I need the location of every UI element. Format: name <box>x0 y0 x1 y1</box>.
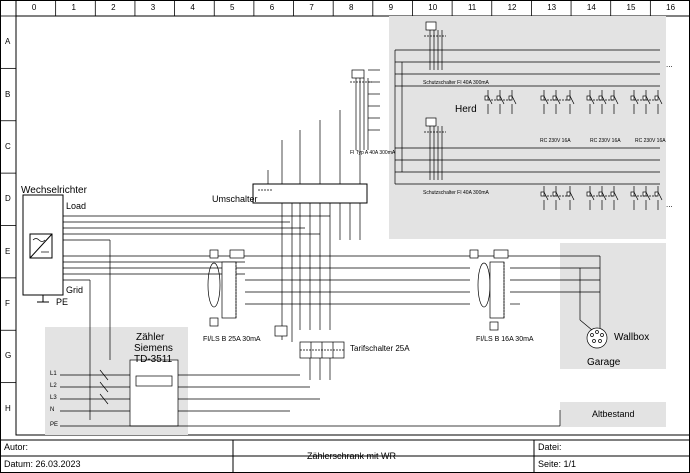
ls-label-1: RC 230V 16A <box>540 138 571 144</box>
switch-box <box>252 183 368 204</box>
dots-1: ... <box>666 60 673 69</box>
column-label: 15 <box>626 3 636 12</box>
column-label: 6 <box>269 3 275 12</box>
row-label: C <box>5 141 11 151</box>
altbestand-zone <box>560 402 666 427</box>
row-label: G <box>5 351 12 361</box>
load-label: Load <box>66 201 87 211</box>
author-label: Autor: <box>4 442 29 452</box>
row-label: H <box>5 403 11 413</box>
meter-box <box>129 359 179 427</box>
page-label: Seite: 1/1 <box>538 459 577 469</box>
column-label: 8 <box>349 3 354 12</box>
meter-title-1: Zähler <box>136 332 165 343</box>
herd-zone <box>389 16 666 239</box>
pe2-label: PE <box>50 422 59 428</box>
n-label: N <box>50 407 55 413</box>
column-label: 11 <box>467 3 477 12</box>
dots-2: ... <box>666 200 673 209</box>
fi1-label: FI/LS B 25A 30mA <box>203 336 261 343</box>
meter-title-2: Siemens <box>134 343 173 354</box>
fi2-label: FI/LS B 16A 30mA <box>476 336 534 343</box>
column-label: 2 <box>111 3 116 12</box>
row-label: D <box>5 194 11 204</box>
altbestand-label: Altbestand <box>592 409 635 419</box>
fi-typ-label: FI Typ A 40A 300mA <box>350 150 396 156</box>
row-label: A <box>5 37 11 47</box>
column-label: 5 <box>230 3 235 12</box>
date-label: Datum: 26.03.2023 <box>4 459 81 469</box>
ls-label-3: RC 230V 16A <box>635 138 666 144</box>
column-label: 9 <box>388 3 394 12</box>
garage-label: Garage <box>587 357 621 368</box>
file-label: Datei: <box>538 442 562 452</box>
l3-label: L3 <box>50 395 57 401</box>
switch-label: Umschalter <box>212 194 258 204</box>
drawing-title: Zählerschrank mit WR <box>307 451 397 461</box>
column-label: 16 <box>666 3 676 12</box>
column-label: 3 <box>150 3 156 12</box>
l1-label: L1 <box>50 371 57 377</box>
column-label: 0 <box>31 3 37 12</box>
l2-label: L2 <box>50 383 57 389</box>
row-label: F <box>5 299 10 309</box>
fi-herd1-label: Schutzschalter FI 40A 300mA <box>423 80 489 86</box>
garage-zone <box>560 243 666 369</box>
row-label: E <box>5 246 11 256</box>
tarif-label: Tarifschalter 25A <box>350 344 410 353</box>
meter-title-3: TD-3511 <box>134 354 173 365</box>
column-label: 12 <box>507 3 517 12</box>
herd-label: Herd <box>455 104 477 115</box>
fi-herd2-label: Schutzschalter FI 40A 300mA <box>423 190 489 196</box>
column-label: 4 <box>190 3 195 12</box>
column-label: 14 <box>586 3 596 12</box>
column-label: 1 <box>71 3 76 12</box>
column-label: 7 <box>309 3 314 12</box>
column-label: 10 <box>428 3 438 12</box>
ls-label-2: RC 230V 16A <box>590 138 621 144</box>
column-label: 13 <box>547 3 557 12</box>
pe-label: PE <box>56 297 69 307</box>
wallbox-label: Wallbox <box>614 332 650 343</box>
row-label: B <box>5 89 11 99</box>
grid-label: Grid <box>66 285 84 295</box>
inverter-label: Wechselrichter <box>21 185 87 196</box>
